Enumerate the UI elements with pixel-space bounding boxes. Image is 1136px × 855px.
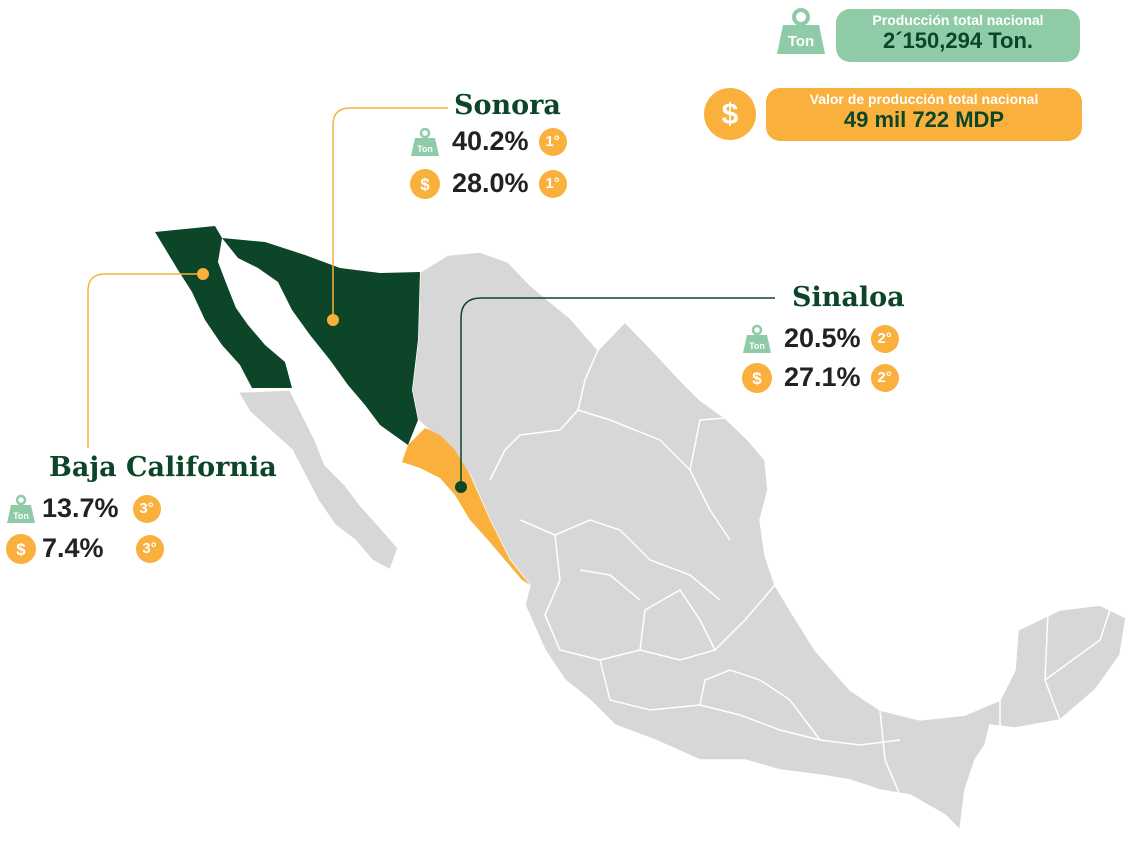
weight-icon: Ton xyxy=(777,8,825,54)
national-production-value: 2´150,294 Ton. xyxy=(883,28,1033,53)
baja-california-title: Baja California xyxy=(49,452,277,483)
svg-text:Ton: Ton xyxy=(13,511,29,521)
dollar-icon: $ xyxy=(742,362,772,393)
sinaloa-value-row: $ 27.1% 2° xyxy=(742,362,899,393)
baja-california-value-rank: 3° xyxy=(135,534,164,563)
sinaloa-ton-pct: 20.5% xyxy=(784,323,861,353)
baja-california-state xyxy=(155,226,292,388)
baja-california-sur xyxy=(236,389,399,572)
national-value-box: Valor de producción total nacional 49 mi… xyxy=(766,88,1082,141)
svg-text:$: $ xyxy=(16,540,26,559)
sinaloa-ton-row: Ton 20.5% 2° xyxy=(742,323,899,354)
sonora-value-rank: 1° xyxy=(538,169,567,198)
svg-text:$: $ xyxy=(722,98,739,131)
weight-icon: Ton xyxy=(7,494,35,523)
state-borders xyxy=(489,349,1111,796)
sonora-ton-pct: 40.2% xyxy=(452,126,529,156)
baja-california-ton-pct: 13.7% xyxy=(42,493,119,523)
mexico-mainland xyxy=(411,251,1127,832)
sonora-value-pct: 28.0% xyxy=(452,168,529,198)
svg-text:Ton: Ton xyxy=(749,341,765,351)
baja-california-value-row: $ 7.4% 3° xyxy=(6,533,164,564)
dollar-icon: $ xyxy=(410,168,440,199)
national-production-box: Producción total nacional 2´150,294 Ton. xyxy=(836,9,1080,62)
national-value-label: Valor de producción total nacional xyxy=(809,91,1039,107)
svg-text:$: $ xyxy=(420,175,430,194)
sinaloa-value-pct: 27.1% xyxy=(784,362,861,392)
svg-text:$: $ xyxy=(752,369,762,388)
callout-lines xyxy=(87,107,775,487)
sinaloa-state xyxy=(402,428,530,585)
weight-icon: Ton xyxy=(743,324,771,353)
svg-text:Ton: Ton xyxy=(417,144,433,154)
sonora-title: Sonora xyxy=(454,90,561,121)
svg-text:Ton: Ton xyxy=(788,33,814,50)
sinaloa-ton-rank: 2° xyxy=(870,324,899,353)
sinaloa-title: Sinaloa xyxy=(792,282,905,313)
national-production-label: Producción total nacional xyxy=(872,12,1044,28)
dollar-icon: $ xyxy=(704,88,756,140)
sonora-state xyxy=(222,238,420,445)
weight-icon: Ton xyxy=(411,127,439,156)
national-value-value: 49 mil 722 MDP xyxy=(843,107,1005,132)
sinaloa-marker xyxy=(455,481,467,493)
sonora-ton-rank: 1° xyxy=(538,127,567,156)
baja-california-ton-row: Ton 13.7% 3° xyxy=(6,493,161,524)
sonora-marker xyxy=(327,314,339,326)
sinaloa-value-rank: 2° xyxy=(870,363,899,392)
sonora-ton-row: Ton 40.2% 1° xyxy=(410,126,567,157)
baja-california-ton-rank: 3° xyxy=(132,494,161,523)
baja-california-marker xyxy=(197,268,209,280)
sonora-value-row: $ 28.0% 1° xyxy=(410,168,567,199)
dollar-icon: $ xyxy=(6,533,36,564)
baja-california-value-pct: 7.4% xyxy=(42,533,104,563)
